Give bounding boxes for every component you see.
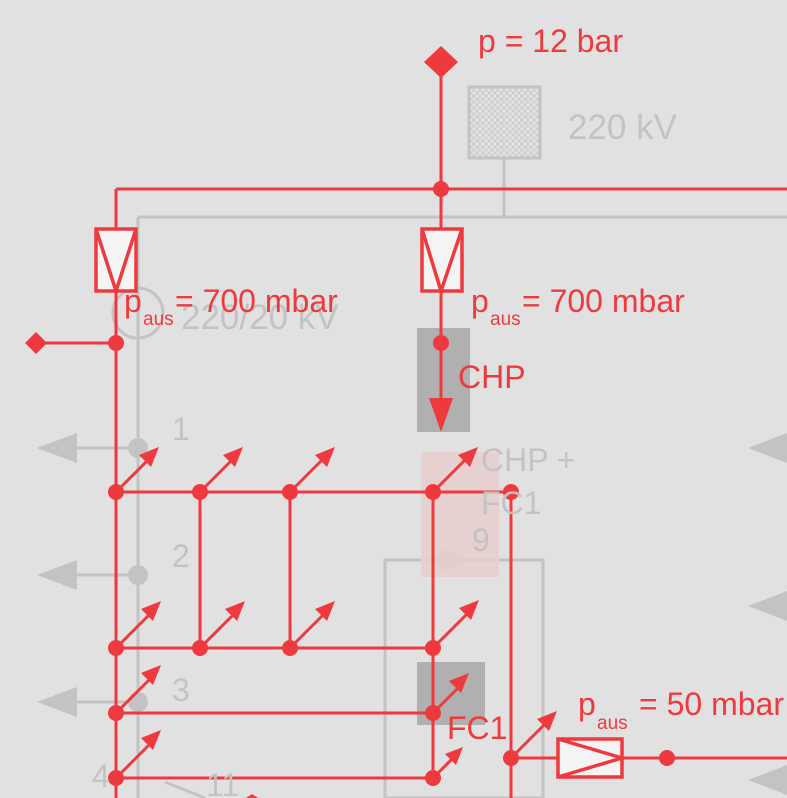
arrowhead — [537, 711, 557, 731]
diamond-source-icon — [25, 332, 47, 354]
pressure-regulator-icon — [94, 227, 138, 297]
node-3-label: 3 — [172, 672, 190, 708]
load-arrow-icon — [748, 765, 787, 795]
gas-node — [425, 770, 441, 786]
gas-node — [108, 640, 124, 656]
pressure-regulator-icon — [556, 737, 629, 779]
node-2-label: 2 — [172, 538, 190, 574]
load-arrow-icon — [37, 433, 77, 463]
gas-node — [108, 484, 124, 500]
load-arrow-icon — [288, 455, 327, 494]
electric-node — [128, 565, 148, 585]
gas-node — [503, 484, 519, 500]
gas-node — [192, 640, 208, 656]
gas-nodes — [108, 181, 675, 786]
gas-node — [433, 181, 449, 197]
node-1-label: 1 — [172, 411, 190, 447]
arrowhead — [141, 730, 161, 750]
load-arrow-icon — [288, 611, 327, 650]
node-4-label: 4 — [92, 758, 110, 794]
gas-node — [108, 770, 124, 786]
gas-node — [108, 335, 124, 351]
arrowhead — [459, 600, 479, 620]
arrowhead — [223, 447, 243, 467]
regulator-left-p-label: p — [124, 283, 142, 319]
gas-node — [425, 484, 441, 500]
gas-arrowheads — [139, 398, 557, 765]
regulator-right-value-label: = 50 mbar — [639, 686, 784, 722]
regulator-mid-p-label: p — [471, 283, 489, 319]
load-arrow-icon — [37, 560, 77, 590]
transformer-icon — [111, 286, 165, 340]
transformer-220kv-icon — [467, 85, 542, 160]
pressure-regulator-icon — [420, 227, 464, 297]
gas-node — [282, 484, 298, 500]
node-11-label: 11 — [206, 767, 239, 798]
gas-node — [433, 335, 449, 351]
chp-label: CHP — [458, 359, 526, 395]
gas-node — [282, 640, 298, 656]
arrowhead — [225, 601, 245, 621]
load-arrow-icon — [114, 676, 153, 715]
chp-fc1-label-line1: CHP + — [481, 442, 576, 478]
regulator-right-sub-label: aus — [597, 713, 628, 734]
regulator-left-sub-label: aus — [143, 309, 174, 330]
load-arrow-icon — [509, 719, 550, 760]
chp-intake-arrowhead — [429, 398, 453, 432]
electric-node — [128, 692, 148, 712]
load-arrow-icon — [114, 611, 153, 650]
regulator-right-p-label: p — [578, 686, 596, 722]
transformer-220kv-label: 220 kV — [568, 108, 678, 147]
arrowhead — [315, 447, 335, 467]
arrowhead — [139, 447, 159, 467]
gas-node — [425, 705, 441, 721]
diamond-source-icon — [424, 46, 458, 78]
gas-node — [192, 484, 208, 500]
node-9-label: 9 — [472, 522, 490, 558]
transformer-220-20kv-label: 220/20 kV — [181, 298, 339, 337]
load-arrow-icon — [431, 455, 470, 494]
diamond-source-icon — [246, 794, 258, 798]
arrowhead — [445, 747, 463, 765]
load-arrow-icon — [431, 611, 470, 650]
load-arrow-icon — [37, 687, 77, 717]
arrowhead — [141, 601, 161, 621]
load-arrow-icon — [748, 591, 787, 621]
arrowhead — [458, 447, 478, 467]
load-arrow-icon — [114, 455, 153, 494]
load-arrow-icon — [198, 611, 237, 650]
gas-node — [425, 640, 441, 656]
gas-node — [659, 750, 675, 766]
gas-network — [36, 62, 787, 798]
electric-node — [128, 438, 148, 458]
arrowhead — [141, 665, 161, 685]
source-pressure-label: p = 12 bar — [478, 23, 623, 59]
labels: p = 12 bar 220 kV 220/20 kV p aus = 700 … — [92, 23, 784, 798]
load-arrow-icon — [748, 433, 787, 463]
gas-node — [108, 705, 124, 721]
gas-node — [503, 750, 519, 766]
regulator-mid-value-label: = 700 mbar — [522, 283, 685, 319]
regulator-mid-sub-label: aus — [490, 309, 521, 330]
chp-fc1-label-line2: FC1 — [481, 485, 541, 521]
regulator-left-value-label: = 700 mbar — [175, 283, 338, 319]
arrowhead — [315, 601, 335, 621]
arrowhead — [449, 673, 469, 693]
electric-line — [164, 780, 206, 798]
load-arrow-icon — [114, 741, 153, 780]
fc1-label: FC1 — [447, 710, 507, 746]
load-arrow-icon — [198, 455, 237, 494]
